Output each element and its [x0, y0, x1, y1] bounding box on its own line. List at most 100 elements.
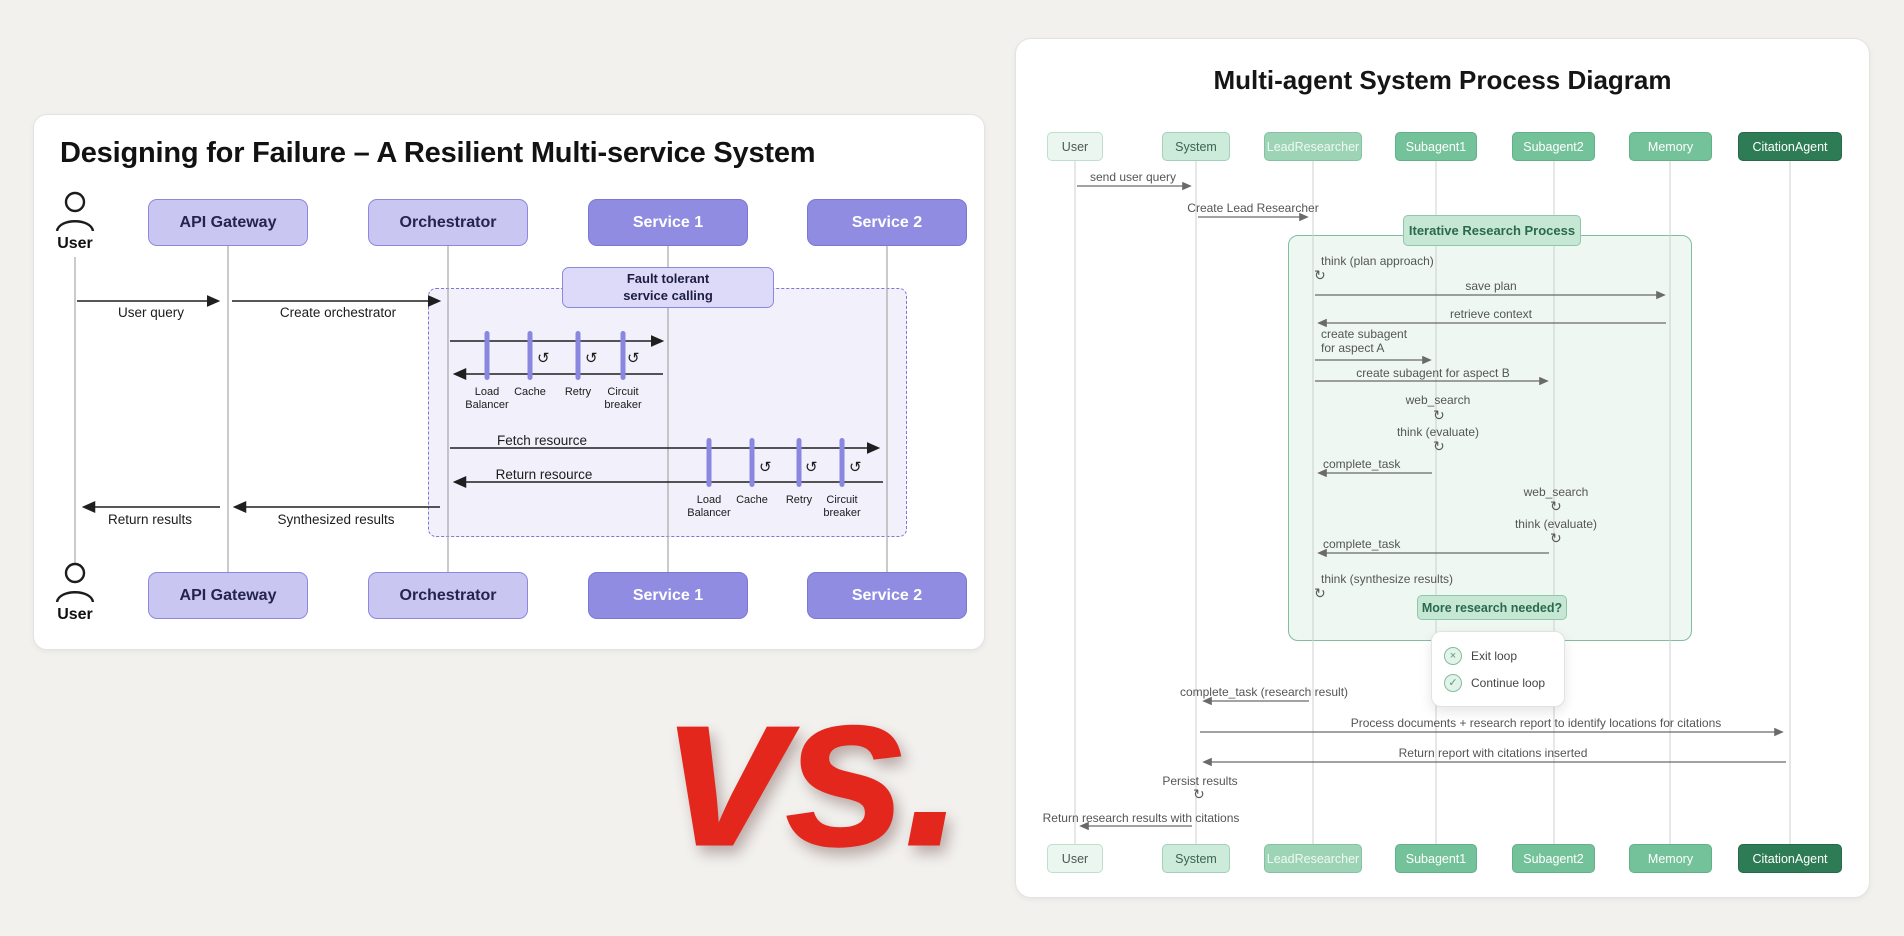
actor-user-bottom: User: [40, 562, 110, 624]
self-loop-icon: ↻: [1314, 267, 1326, 283]
message-send-user-query: send user query: [1089, 170, 1177, 184]
decision-exit-row: × Exit loop: [1444, 646, 1552, 665]
message-user-query: User query: [117, 305, 185, 320]
component-load-balancer: Load Balancer: [465, 386, 509, 411]
actor-citationagent-bottom: CitationAgent: [1738, 844, 1842, 873]
actor-label: LeadResearcher: [1266, 139, 1360, 154]
self-loop-icon: ↻: [1433, 407, 1445, 423]
message-persist-results: Persist results: [1162, 774, 1238, 788]
fault-tolerant-label: Fault tolerant service calling: [623, 271, 713, 303]
component-load-balancer: Load Balancer: [687, 494, 731, 519]
actor-subagent2-top: Subagent2: [1512, 132, 1595, 161]
actor-service2-top: Service 2: [807, 199, 967, 246]
component-retry: Retry: [564, 386, 592, 398]
right-message-arrows: [1077, 181, 1786, 831]
actor-label: Subagent1: [1405, 139, 1467, 154]
message-return-research-results: Return research results with citations: [1042, 811, 1240, 825]
actor-user-top: User: [40, 191, 110, 253]
actor-subagent1-top: Subagent1: [1395, 132, 1477, 161]
more-research-box: More research needed?: [1417, 595, 1567, 620]
actor-label: Subagent2: [1523, 851, 1584, 866]
right-lifelines: [1074, 161, 1791, 844]
message-create-subagent-b: create subagent for aspect B: [1356, 366, 1510, 380]
message-save-plan: save plan: [1465, 279, 1517, 293]
actor-label: Memory: [1647, 851, 1694, 866]
fault-tolerant-label-box: Fault tolerant service calling: [562, 267, 774, 308]
message-fetch-resource: Fetch resource: [496, 433, 588, 448]
actor-label: User: [1061, 851, 1089, 866]
actor-orchestrator-bottom: Orchestrator: [368, 572, 528, 619]
actor-user-top: User: [1047, 132, 1103, 161]
vs-text: vs.: [664, 641, 966, 894]
actor-memory-bottom: Memory: [1629, 844, 1712, 873]
message-process-documents: Process documents + research report to i…: [1350, 716, 1722, 730]
actor-label: System: [1175, 139, 1217, 154]
message-think-evaluate-1: think (evaluate): [1396, 425, 1480, 439]
actor-service1-top: Service 1: [588, 199, 748, 246]
retry-loop-icon: ↺: [585, 350, 598, 367]
actor-api-gateway-top: API Gateway: [148, 199, 308, 246]
left-diagram-card: Designing for Failure – A Resilient Mult…: [33, 114, 985, 650]
left-component-bars: [484, 331, 845, 487]
left-connectors-layer: [74, 246, 888, 572]
message-think-synthesize: think (synthesize results): [1321, 572, 1454, 586]
actor-user-label: User: [57, 235, 93, 252]
left-diagram-title: Designing for Failure – A Resilient Mult…: [60, 137, 816, 169]
right-diagram-title: Multi-agent System Process Diagram: [1213, 65, 1672, 95]
message-create-lead-researcher: Create Lead Researcher: [1187, 201, 1319, 215]
retry-loop-icon: ↺: [537, 350, 550, 367]
actor-label: CitationAgent: [1752, 851, 1828, 866]
actor-label: LeadResearcher: [1266, 851, 1360, 866]
actor-user-bottom: User: [1047, 844, 1103, 873]
component-cache: Cache: [514, 386, 546, 398]
actor-label: CitationAgent: [1752, 139, 1828, 154]
actor-label: Service 1: [632, 213, 704, 231]
exit-loop-label: Exit loop: [1471, 648, 1518, 663]
actor-service2-bottom: Service 2: [807, 572, 967, 619]
self-loop-icon: ↻: [1193, 786, 1205, 802]
message-complete-task-result: complete_task (research result): [1179, 685, 1349, 699]
right-diagram-card: Multi-agent System Process Diagram: [1015, 38, 1870, 898]
message-create-orchestrator: Create orchestrator: [279, 305, 397, 320]
message-complete-task-1: complete_task: [1323, 457, 1401, 471]
self-loop-icon: ↻: [1433, 438, 1445, 454]
message-retrieve-context: retrieve context: [1449, 307, 1533, 321]
actor-label: Subagent1: [1405, 851, 1467, 866]
left-lifelines: [74, 246, 888, 572]
continue-loop-label: Continue loop: [1471, 675, 1546, 690]
left-message-arrows: [77, 295, 883, 513]
loop-decision-panel: × Exit loop ✓ Continue loop: [1431, 631, 1565, 707]
actor-label: System: [1175, 851, 1217, 866]
message-web-search-1: web_search: [1405, 393, 1471, 407]
actor-label: Orchestrator: [399, 586, 497, 604]
component-cache: Cache: [736, 494, 768, 506]
message-complete-task-2: complete_task: [1323, 537, 1401, 551]
more-research-label: More research needed?: [1421, 600, 1563, 615]
message-return-results: Return results: [107, 512, 193, 527]
message-synthesized-results: Synthesized results: [277, 512, 395, 527]
component-retry: Retry: [785, 494, 813, 506]
actor-leadresearcher-bottom: LeadResearcher: [1264, 844, 1362, 873]
actor-orchestrator-top: Orchestrator: [368, 199, 528, 246]
component-circuit-breaker: Circuit breaker: [823, 494, 861, 519]
actor-service1-bottom: Service 1: [588, 572, 748, 619]
message-think-plan: think (plan approach): [1321, 254, 1434, 268]
actor-label: Service 2: [851, 586, 923, 604]
retry-loop-icon: ↺: [849, 459, 862, 476]
message-think-evaluate-2: think (evaluate): [1514, 517, 1598, 531]
retry-loop-icon: ↺: [805, 459, 818, 476]
actor-leadresearcher-top: LeadResearcher: [1264, 132, 1362, 161]
message-create-subagent-a: create subagent for aspect A: [1321, 327, 1408, 355]
actor-user-label: User: [57, 606, 93, 623]
actor-memory-top: Memory: [1629, 132, 1712, 161]
exit-loop-icon: ×: [1444, 646, 1462, 665]
self-loop-icon: ↻: [1550, 530, 1562, 546]
user-icon: [55, 191, 95, 231]
self-loop-icon: ↻: [1314, 585, 1326, 601]
actor-label: User: [1061, 139, 1089, 154]
actor-subagent2-bottom: Subagent2: [1512, 844, 1595, 873]
message-return-resource: Return resource: [495, 467, 593, 482]
actor-api-gateway-bottom: API Gateway: [148, 572, 308, 619]
actor-label: Service 1: [632, 586, 704, 604]
retry-loop-icon: ↺: [759, 459, 772, 476]
